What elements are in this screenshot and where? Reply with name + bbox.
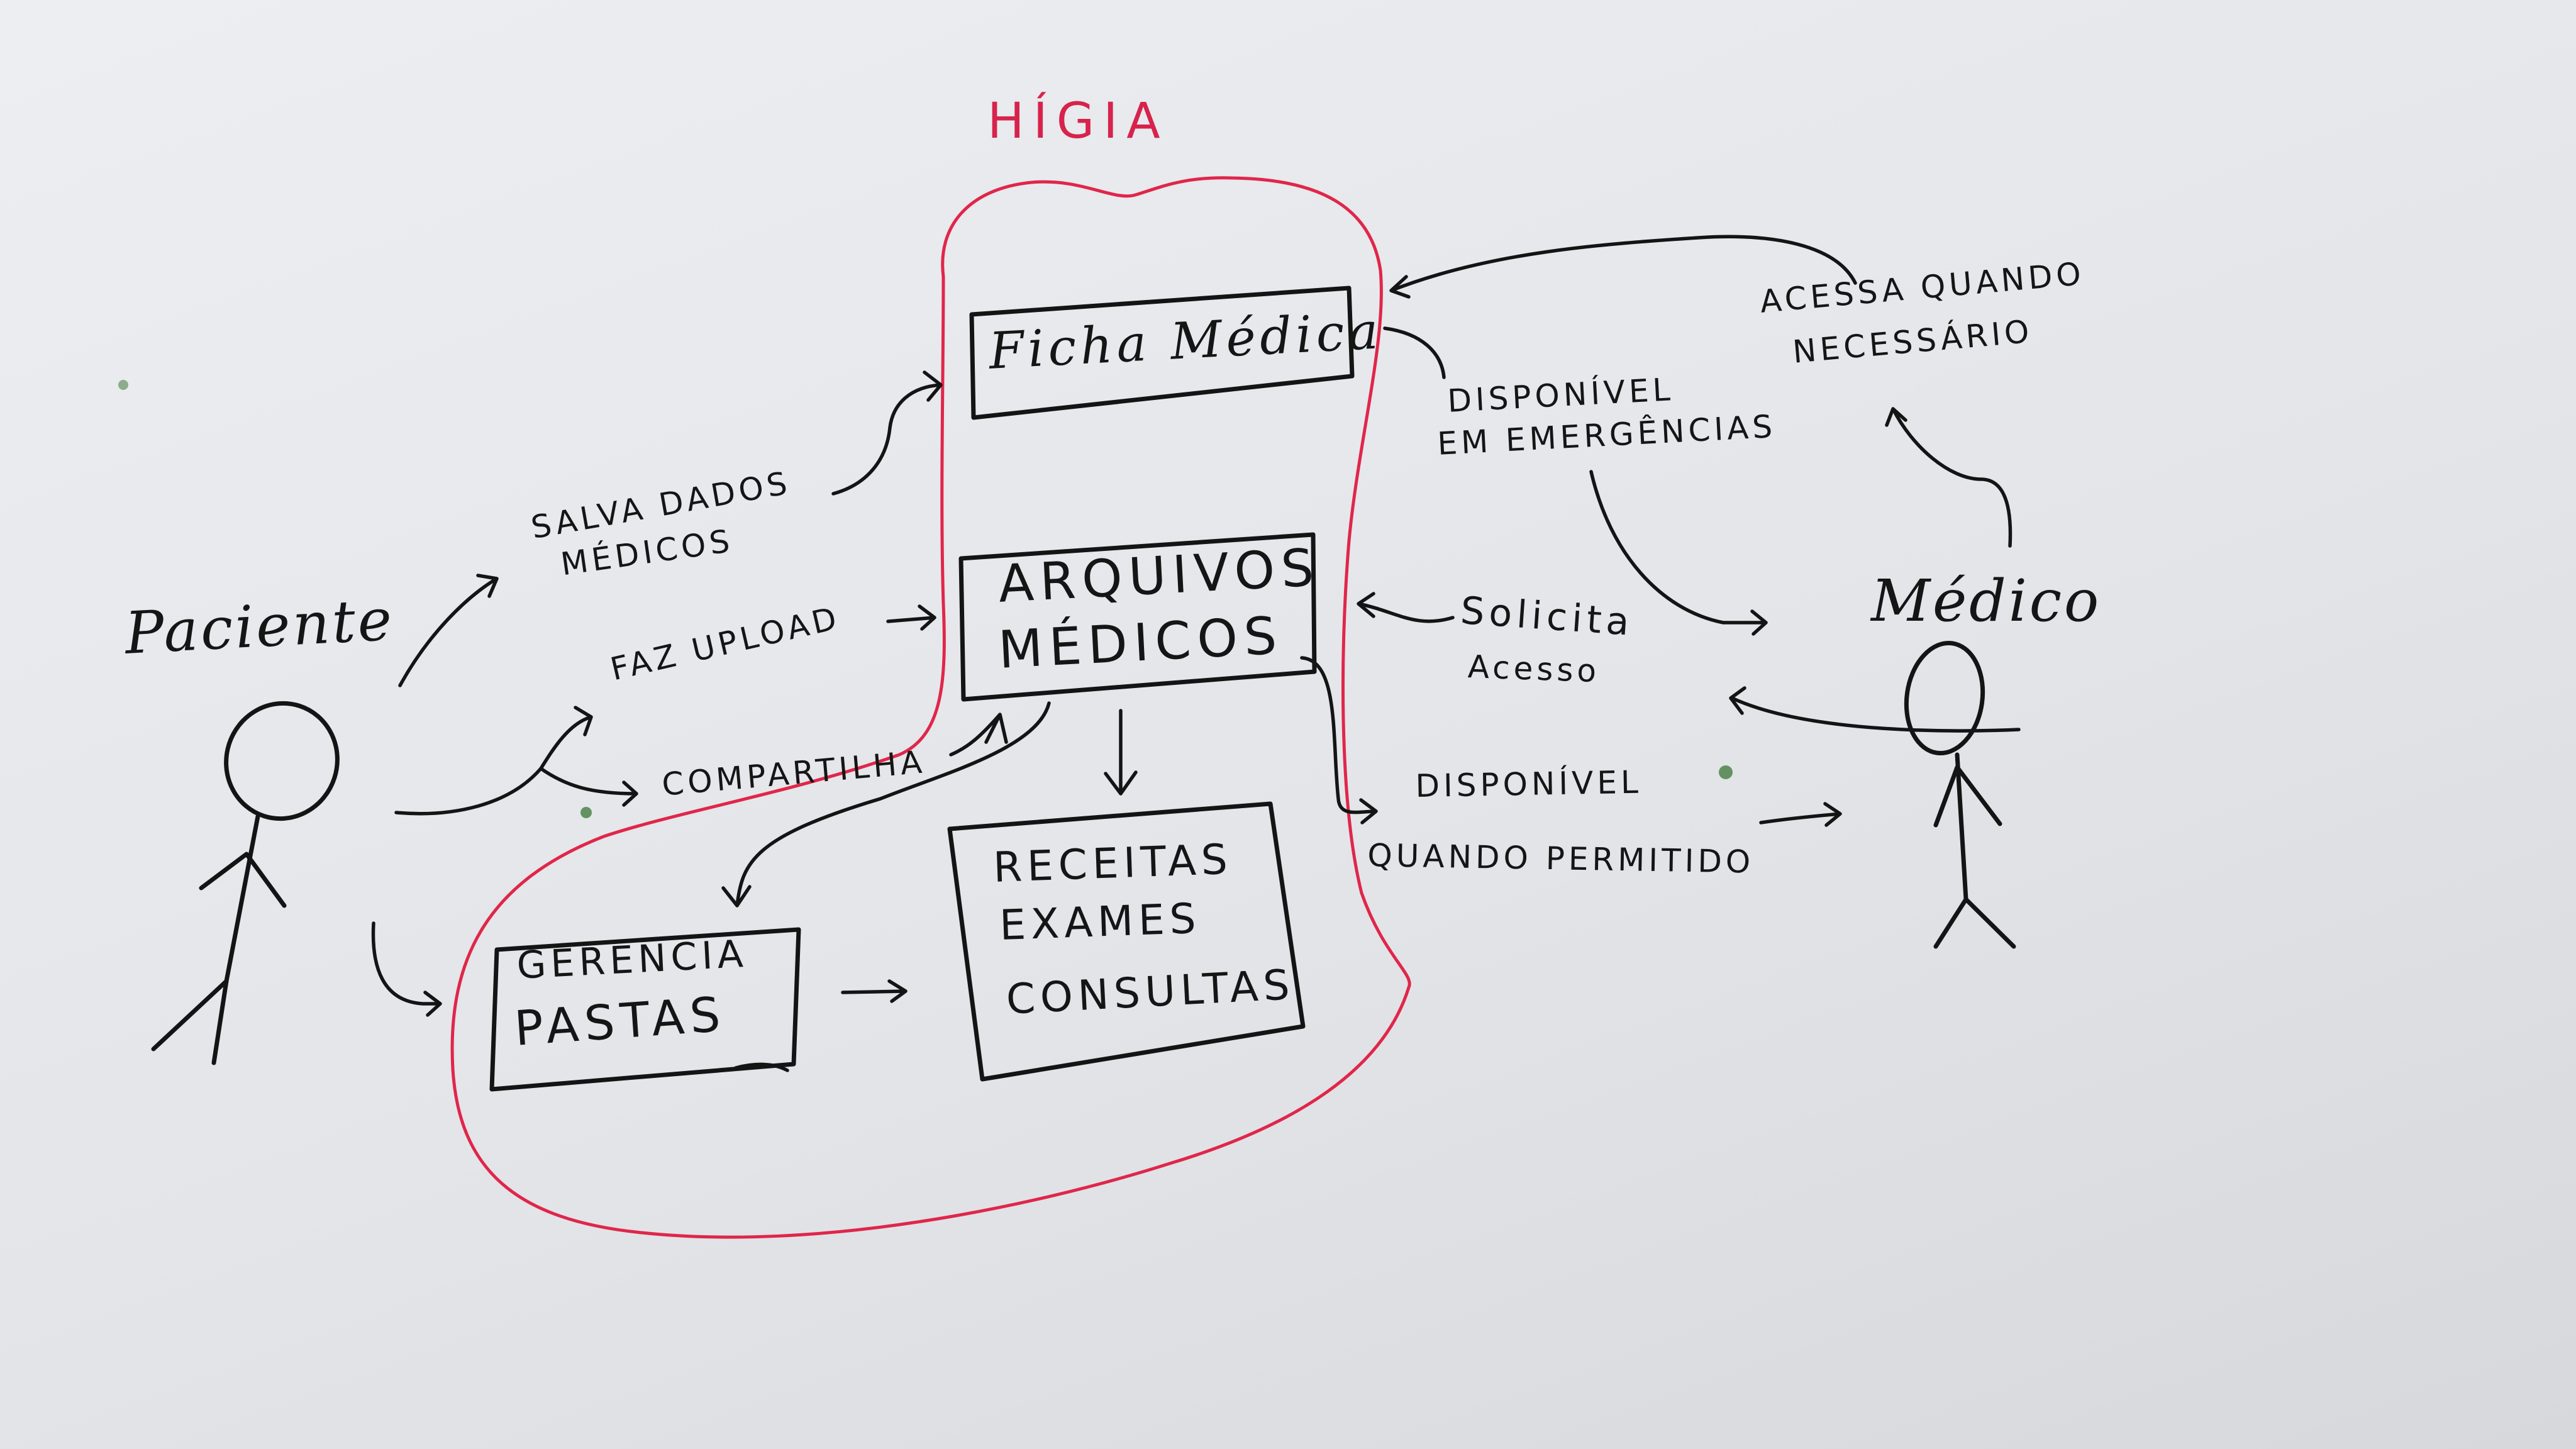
arrow-compartilha bbox=[394, 706, 593, 816]
patient-label: Paciente bbox=[123, 586, 396, 667]
doctor-label: Médico bbox=[1871, 567, 2101, 635]
arrow-acessa bbox=[1389, 235, 1857, 299]
diagram-title: HÍGIA bbox=[987, 93, 1169, 150]
receitas-line-2: EXAMES bbox=[999, 894, 1202, 950]
arrow-solicita bbox=[1729, 686, 2021, 733]
doctor-figure bbox=[1904, 640, 2016, 949]
arrow-gerencia bbox=[371, 921, 442, 1017]
system-boundary bbox=[450, 176, 1411, 1239]
solicita-line-2: Acesso bbox=[1467, 648, 1601, 690]
box-receitas bbox=[947, 801, 1306, 1082]
box-arquivos-medicos bbox=[958, 532, 1317, 702]
arrow-salva bbox=[398, 574, 499, 687]
patient-figure bbox=[151, 701, 340, 1065]
permitido-line-1: DISPONÍVEL bbox=[1415, 763, 1643, 804]
arrow-down-receitas bbox=[1104, 709, 1138, 796]
permitido-line-2: QUANDO PERMITIDO bbox=[1367, 836, 1755, 880]
arrow-permitido bbox=[1300, 656, 1378, 824]
arrow-upload bbox=[886, 604, 936, 631]
receitas-line-1: RECEITAS bbox=[992, 835, 1233, 892]
arrow-pastas-receitas bbox=[841, 979, 908, 1003]
box-gerencia-pastas bbox=[489, 927, 801, 1092]
arrow-emergencia bbox=[1383, 326, 1446, 379]
arrow-to-pastas bbox=[721, 701, 1051, 908]
box-ficha-medica bbox=[969, 286, 1355, 420]
